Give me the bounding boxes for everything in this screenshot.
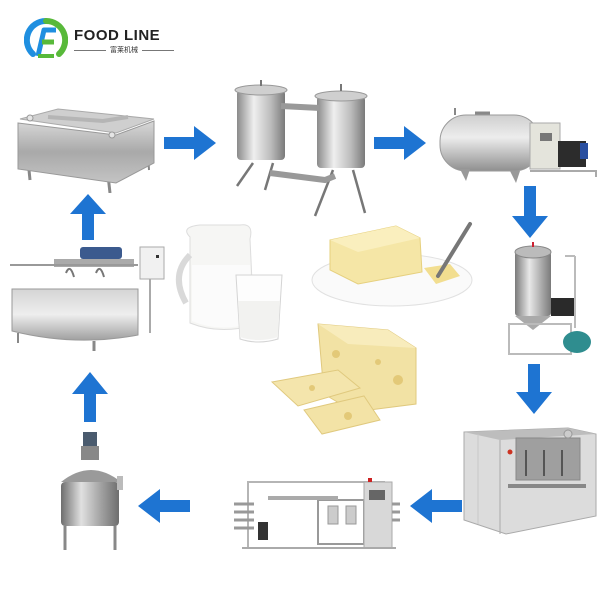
divider xyxy=(142,49,174,51)
flow-arrow-up-icon xyxy=(72,372,108,422)
flow-arrow-down-icon xyxy=(512,186,548,238)
flow-arrow-right-icon xyxy=(374,126,426,160)
brand-logo: FOOD LINE 富莱机械 xyxy=(23,17,184,62)
cheese-vat xyxy=(6,243,166,355)
divider xyxy=(74,49,106,51)
milk-receiving-tank xyxy=(8,105,158,193)
brand-name: FOOD LINE xyxy=(74,27,161,44)
flow-arrow-right-icon xyxy=(164,126,216,160)
flow-arrow-left-icon xyxy=(410,489,462,523)
swiss-cheese-block xyxy=(268,318,418,436)
tubular-uht-sterilizer xyxy=(228,470,403,556)
butter-on-plate xyxy=(300,210,475,310)
jacketed-mixing-tank xyxy=(55,432,127,552)
flow-arrow-left-icon xyxy=(138,489,190,523)
flow-arrow-up-icon xyxy=(70,194,106,240)
brand-subtitle-text: 富莱机械 xyxy=(110,46,138,54)
flow-arrow-down-icon xyxy=(516,364,552,414)
duplex-milk-filter xyxy=(225,78,375,218)
high-pressure-homogenizer xyxy=(458,420,598,538)
food-line-logo-icon xyxy=(23,17,69,62)
vacuum-degassing-tank xyxy=(505,238,595,360)
horizontal-milk-cooling-tank xyxy=(430,105,600,187)
milk-jug-and-glass xyxy=(170,215,295,345)
brand-subtitle: 富莱机械 xyxy=(74,45,174,55)
